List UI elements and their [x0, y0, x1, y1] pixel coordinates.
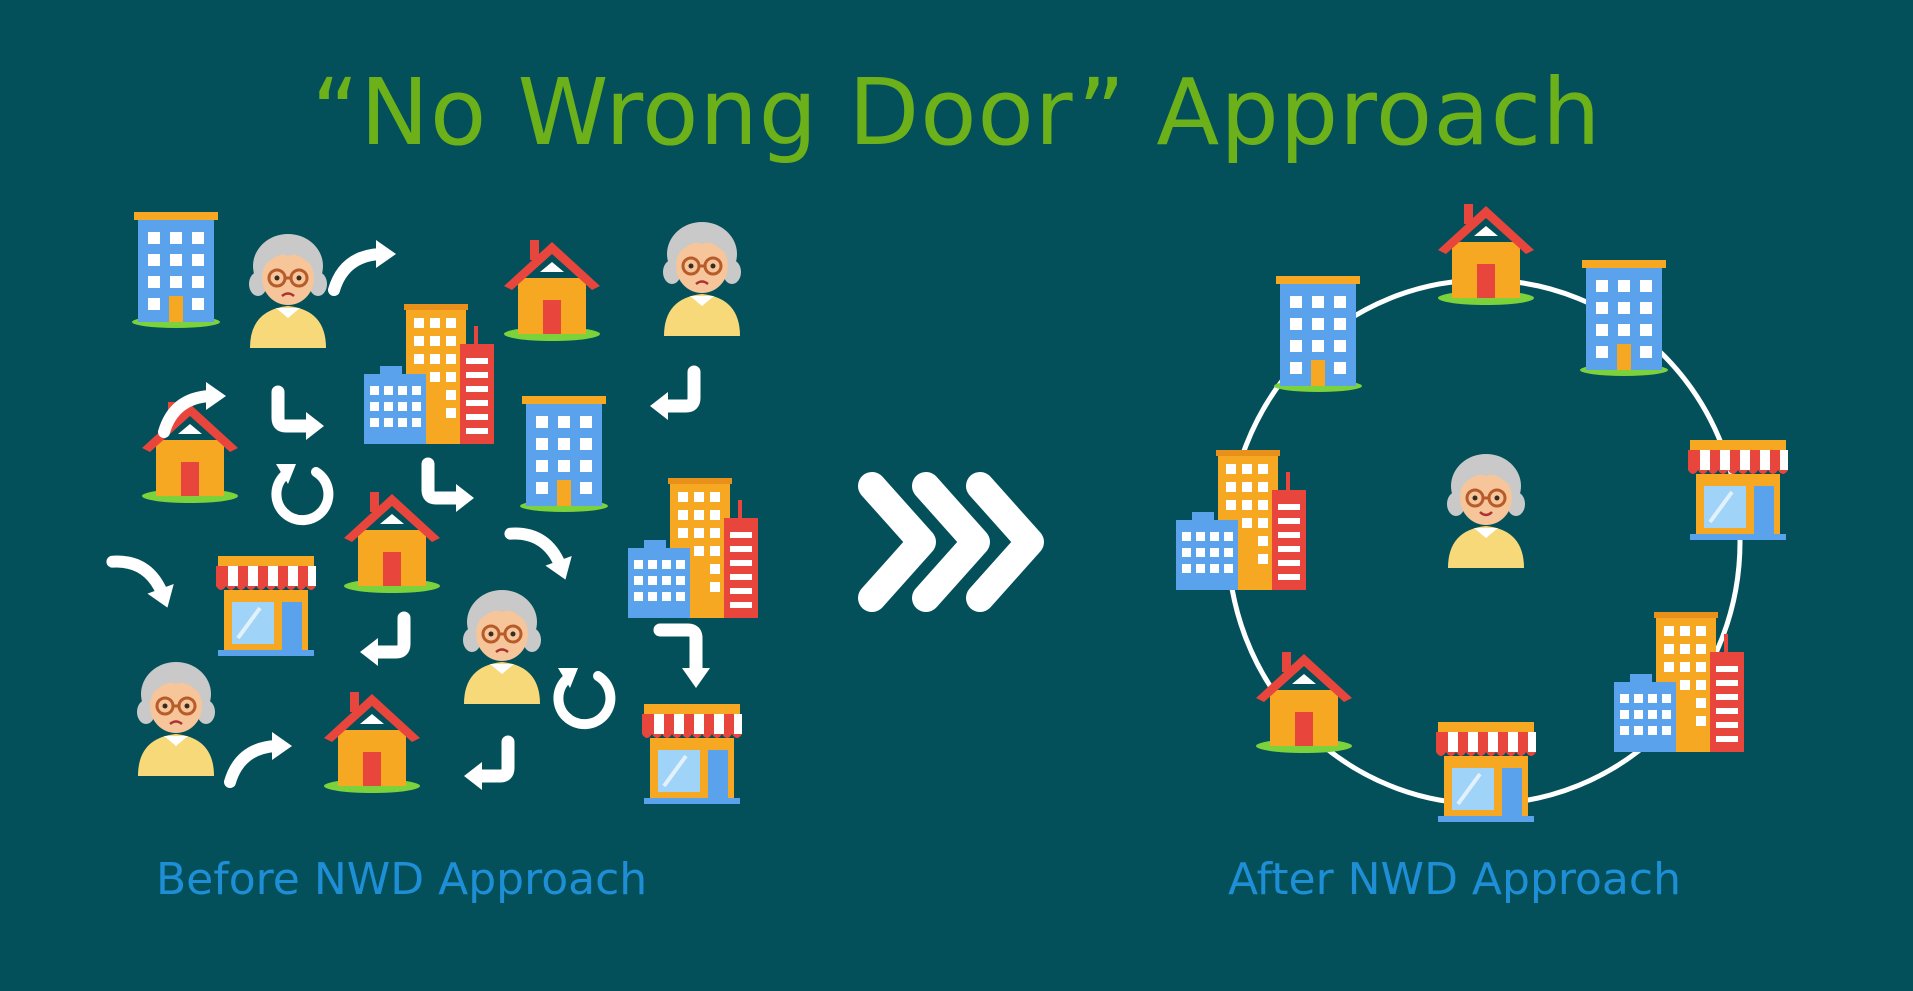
storefront-icon — [214, 554, 318, 658]
refresh-arrow-icon — [558, 668, 610, 724]
before-cluster — [112, 212, 758, 806]
storefront-icon — [1434, 720, 1538, 824]
house-icon — [1256, 652, 1352, 753]
house-icon — [344, 492, 440, 593]
elderly-woman-icon — [1445, 452, 1527, 570]
triple-chevron-icon — [858, 472, 1044, 612]
storefront-icon — [1686, 438, 1790, 542]
after-caption: After NWD Approach — [1228, 854, 1681, 905]
bent-arrow-icon — [428, 464, 474, 512]
curved-arrow-icon — [334, 240, 396, 290]
before-caption: Before NWD Approach — [156, 854, 648, 905]
curved-arrow-icon — [112, 545, 180, 620]
office-building-icon — [1580, 260, 1668, 376]
elderly-woman-icon — [661, 220, 743, 338]
house-icon — [142, 402, 238, 503]
curved-arrow-icon — [230, 732, 292, 782]
city-buildings-icon — [1176, 450, 1306, 590]
office-building-icon — [520, 396, 608, 512]
elderly-woman-icon — [135, 660, 217, 778]
after-cluster — [1176, 204, 1790, 824]
city-buildings-icon — [628, 478, 758, 618]
bent-arrow-icon — [360, 618, 404, 666]
page-title: “No Wrong Door” Approach — [311, 59, 1602, 166]
down-arrow-icon — [653, 623, 710, 688]
house-icon — [1438, 204, 1534, 305]
house-icon — [504, 240, 600, 341]
office-building-icon — [1274, 276, 1362, 392]
bent-arrow-icon — [650, 372, 694, 420]
bent-arrow-icon — [464, 742, 508, 790]
elderly-woman-icon — [461, 588, 543, 706]
refresh-arrow-icon — [276, 464, 328, 520]
curved-arrow-icon — [510, 517, 578, 592]
elderly-woman-icon — [247, 232, 329, 350]
city-buildings-icon — [364, 304, 494, 444]
storefront-icon — [640, 702, 744, 806]
office-building-icon — [132, 212, 220, 328]
house-icon — [324, 692, 420, 793]
curved-arrow-icon — [164, 382, 226, 432]
bent-arrow-icon — [278, 392, 324, 440]
